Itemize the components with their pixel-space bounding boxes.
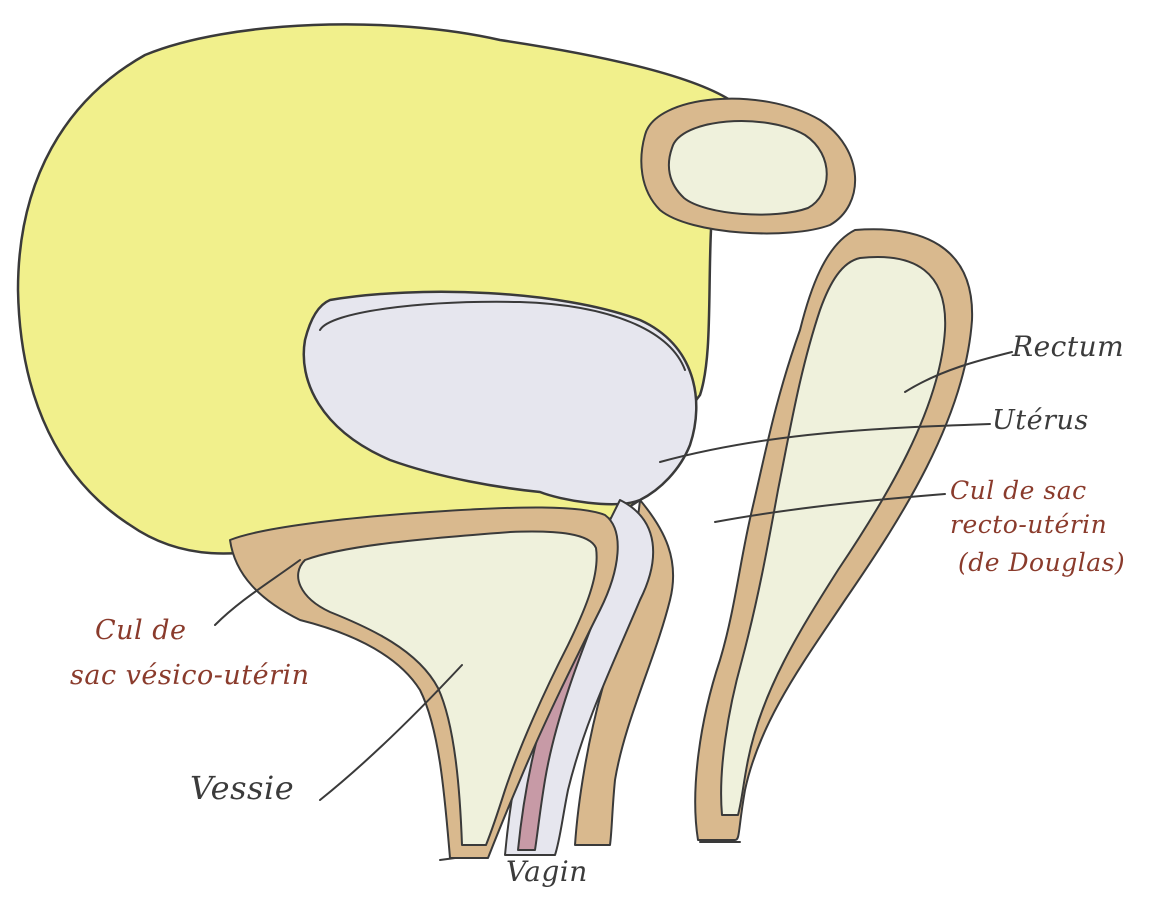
sigmoid-colon-lumen [669,121,827,215]
label-douglas-line3: (de Douglas) [958,548,1125,578]
label-vagina: Vagin [506,855,588,888]
label-rectum: Rectum [1012,330,1124,363]
label-bladder: Vessie [190,770,294,808]
label-douglas-line2: recto-utérin [950,510,1107,540]
label-uterus: Utérus [992,405,1089,437]
label-vesico-line2: sac vésico-utérin [70,660,310,692]
pelvic-floor-edge-left [440,858,455,860]
label-vesico-line1: Cul de [95,615,187,647]
label-douglas-line1: Cul de sac [950,476,1087,506]
